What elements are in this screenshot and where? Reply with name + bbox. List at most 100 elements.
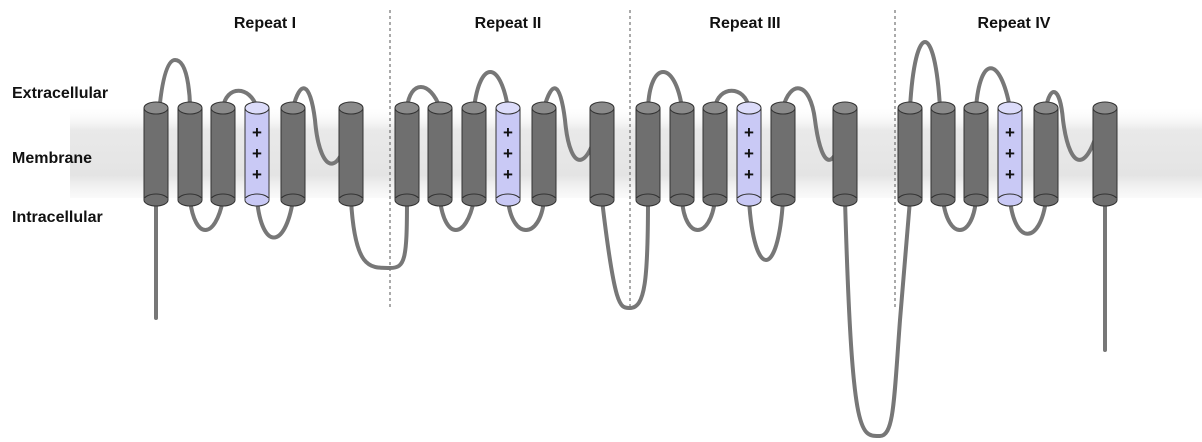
helix-body: [531, 107, 557, 201]
helix-body: [702, 107, 728, 201]
helix-seam-cover: [428, 198, 452, 201]
helix-top-cap: [244, 101, 270, 115]
helix-body: [1033, 107, 1059, 201]
helix-body: [736, 107, 762, 201]
helix-seam-cover: [670, 198, 694, 201]
helix-top-cap: [635, 101, 661, 115]
helix-top-cap: [427, 101, 453, 115]
helix-body: [427, 107, 453, 201]
label-extracellular: Extracellular: [12, 85, 108, 102]
helix-top-cap: [531, 101, 557, 115]
positive-charge-mark: +: [252, 165, 262, 184]
helix-top-cap: [832, 101, 858, 115]
helix-body: [770, 107, 796, 201]
helix-body: [832, 107, 858, 201]
repeat-1-voltage-sensor-s4: +++: [244, 101, 270, 207]
helix-top-cap: [669, 101, 695, 115]
repeat-3-voltage-sensor-s4: + + +: [736, 101, 762, 207]
helix-top-cap: [770, 101, 796, 115]
helix-body: [897, 107, 923, 201]
helix-top-cap: [1092, 101, 1118, 115]
positive-charge-mark: +: [503, 123, 513, 142]
helix-seam-cover: [395, 198, 419, 201]
helix-body: [244, 107, 270, 201]
helix-seam-cover: [178, 198, 202, 201]
helix-top-cap: [589, 101, 615, 115]
helix-top-cap: [177, 101, 203, 115]
positive-charge-mark: +: [503, 165, 513, 184]
helix-seam-cover: [281, 198, 305, 201]
positive-charge-mark: +: [503, 144, 513, 163]
helix-body: [997, 107, 1023, 201]
label-membrane: Membrane: [12, 150, 92, 167]
helix-body: [635, 107, 661, 201]
helix-top-cap: [338, 101, 364, 115]
helix-seam-cover: [931, 198, 955, 201]
repeat-2-helix-s5: [531, 101, 557, 207]
helix-body: [143, 107, 169, 201]
repeat-title-4: Repeat IV: [978, 15, 1051, 32]
helix-seam-cover: [833, 198, 857, 201]
helix-top-cap: [280, 101, 306, 115]
repeat-2-helix-s1: [394, 101, 420, 207]
repeat-2-helix-s6: [589, 101, 615, 207]
repeat-1-helix-s6: [338, 101, 364, 207]
helix-seam-cover: [771, 198, 795, 201]
repeat-2-voltage-sensor-s4: + + +: [495, 101, 521, 207]
helix-seam-cover: [211, 198, 235, 201]
helix-top-cap: [702, 101, 728, 115]
repeat-1-helix-s5: [280, 101, 306, 207]
helix-seam-cover: [144, 198, 168, 201]
positive-charge-mark: +: [252, 123, 262, 142]
helix-top-cap: [394, 101, 420, 115]
helix-seam-cover: [737, 198, 761, 201]
repeat-3-helix-s2: [669, 101, 695, 207]
repeat-4-helix-s1: [897, 101, 923, 207]
repeat-4-voltage-sensor-s4: +++: [997, 101, 1023, 207]
helix-top-cap: [143, 101, 169, 115]
helix-seam-cover: [532, 198, 556, 201]
repeat-1-helix-s2: [177, 101, 203, 207]
helix-seam-cover: [339, 198, 363, 201]
helix-body: [461, 107, 487, 201]
helix-body: [210, 107, 236, 201]
helix-body: [338, 107, 364, 201]
helix-body: [589, 107, 615, 201]
helix-top-cap: [461, 101, 487, 115]
helix-top-cap: [495, 101, 521, 115]
label-intracellular: Intracellular: [12, 209, 103, 226]
repeat-4-helix-s2: [930, 101, 956, 207]
helix-top-cap: [963, 101, 989, 115]
helix-seam-cover: [1034, 198, 1058, 201]
helix-body: [394, 107, 420, 201]
helix-top-cap: [997, 101, 1023, 115]
positive-charge-mark: +: [744, 144, 754, 163]
helix-body: [495, 107, 521, 201]
helix-body: [963, 107, 989, 201]
helix-top-cap: [736, 101, 762, 115]
helix-body: [1092, 107, 1118, 201]
repeat-title-2: Repeat II: [475, 15, 542, 32]
helix-seam-cover: [245, 198, 269, 201]
repeat-4-helix-s6: [1092, 101, 1118, 207]
helix-seam-cover: [462, 198, 486, 201]
helix-body: [669, 107, 695, 201]
positive-charge-mark: +: [744, 123, 754, 142]
positive-charge-mark: +: [744, 165, 754, 184]
repeat-title-1: Repeat I: [234, 15, 296, 32]
helix-top-cap: [1033, 101, 1059, 115]
positive-charge-mark: +: [1005, 123, 1015, 142]
repeat-2-helix-s3: [461, 101, 487, 207]
helix-seam-cover: [636, 198, 660, 201]
repeat-3-helix-s3: [702, 101, 728, 207]
repeat-title-3: Repeat III: [709, 15, 780, 32]
repeat-1-helix-s3: [210, 101, 236, 207]
helix-seam-cover: [703, 198, 727, 201]
helix-top-cap: [210, 101, 236, 115]
transmembrane-helices: ++++++++++++: [143, 101, 1118, 207]
helix-body: [177, 107, 203, 201]
helix-body: [930, 107, 956, 201]
helix-seam-cover: [590, 198, 614, 201]
helix-seam-cover: [496, 198, 520, 201]
